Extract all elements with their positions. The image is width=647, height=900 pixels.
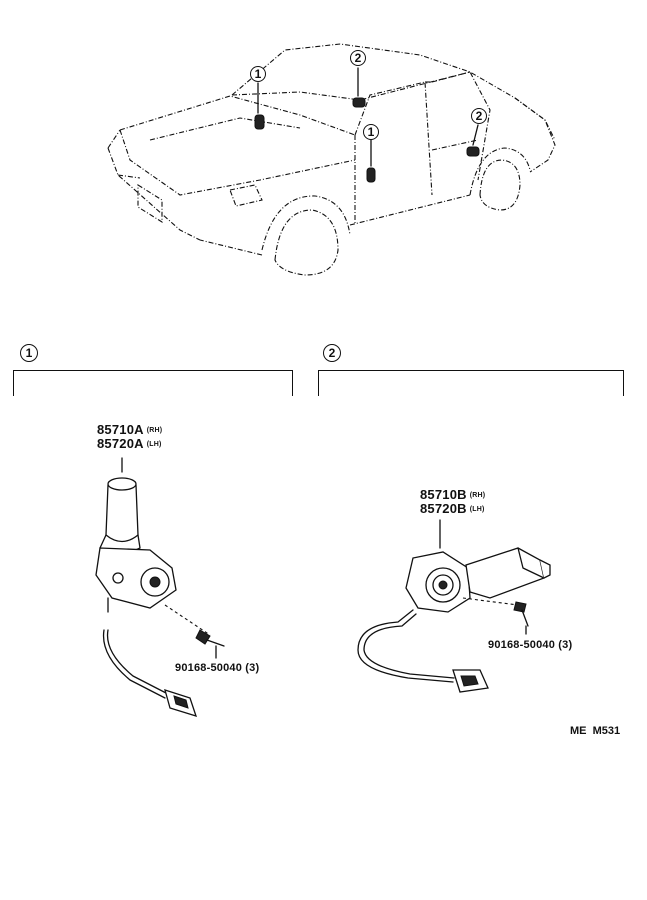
car-callout-2-rear[interactable]: 2 <box>471 108 487 124</box>
group-1-number: 1 <box>20 344 38 362</box>
part-number: 85710A <box>97 422 144 437</box>
car-callout-1-front[interactable]: 1 <box>250 66 266 82</box>
group-1-part-lh: 85720A(LH) <box>97 437 162 450</box>
group-2-bracket <box>318 370 624 396</box>
part-number: 85720B <box>420 501 467 516</box>
part-number: 85720A <box>97 436 144 451</box>
part-number: 85710B <box>420 487 467 502</box>
car-illustration <box>107 43 556 276</box>
group-1-part-rh: 85710A(RH) <box>97 423 162 436</box>
group-2-part-rh: 85710B(RH) <box>420 488 485 501</box>
car-callout-1-rear[interactable]: 1 <box>363 124 379 140</box>
group-2-part-lh: 85720B(LH) <box>420 502 485 515</box>
side-label: (LH) <box>469 506 485 513</box>
group-2-drawing <box>357 519 551 693</box>
group-1-bracket <box>13 370 293 396</box>
diagram-code: ME M531 <box>570 725 621 737</box>
group-2-number: 2 <box>323 344 341 362</box>
side-label: (RH) <box>469 492 486 499</box>
group-1-drawing <box>95 457 225 717</box>
side-label: (RH) <box>146 427 163 434</box>
group-2-bolt-label: 90168-50040 (3) <box>488 639 573 651</box>
group-1-bolt-label: 90168-50040 (3) <box>175 662 260 674</box>
side-label: (LH) <box>146 441 162 448</box>
car-callout-2-front[interactable]: 2 <box>350 50 366 66</box>
